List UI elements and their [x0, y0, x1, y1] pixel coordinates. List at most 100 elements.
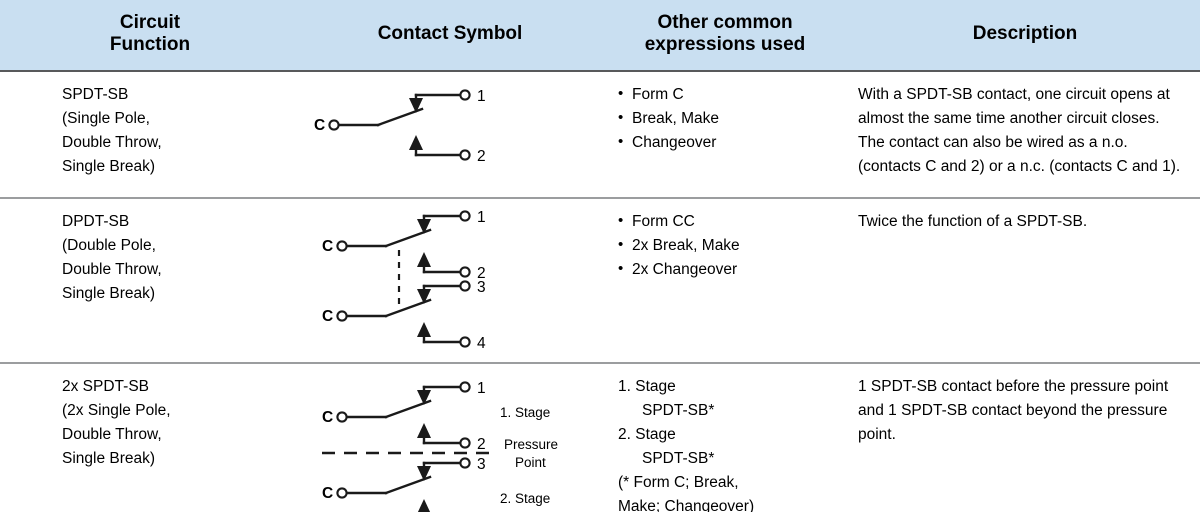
cell-description: 1 SPDT-SB contact before the pressure po…	[850, 363, 1200, 512]
contact-arrow-up-icon	[417, 322, 431, 337]
function-line: Single Break)	[62, 450, 156, 468]
cell-description: Twice the function of a SPDT-SB.	[850, 198, 1200, 364]
description-text: With a SPDT-SB contact, one circuit open…	[858, 86, 1181, 176]
symbol-label-common: C	[322, 409, 333, 426]
symbol-label-common: C	[322, 238, 333, 255]
description-text: Twice the function of a SPDT-SB.	[858, 213, 1088, 230]
symbol-label-terminal: 2	[477, 436, 486, 453]
column-header-line-1: Other common	[657, 11, 793, 33]
cell-other-expressions: 1. Stage SPDT-SB* 2. Stage SPDT-SB* (* F…	[600, 363, 850, 512]
contact-arrow-up-icon	[409, 135, 423, 150]
terminal-node-1	[459, 381, 471, 393]
column-header-description: Description	[850, 0, 1200, 72]
symbol-label-common: C	[314, 117, 325, 134]
terminal-node-1	[459, 89, 471, 101]
list-item: Changeover	[618, 130, 840, 155]
symbol-label-common: C	[322, 308, 333, 325]
cell-other-expressions: Form CC 2x Break, Make 2x Changeover	[600, 198, 850, 364]
contact-arrow-down-icon	[417, 289, 431, 304]
description-text: 1 SPDT-SB contact before the pressure po…	[858, 378, 1169, 444]
expressions-list: Form CC 2x Break, Make 2x Changeover	[618, 209, 840, 282]
terminal-node-3	[459, 457, 471, 469]
contact-arrow-up-icon	[417, 252, 431, 267]
cell-circuit-function: SPDT-SB (Single Pole, Double Throw, Sing…	[0, 71, 300, 199]
cell-contact-symbol: C C 1 2 3 4 1. Stage Pressure Point 2. S…	[300, 363, 600, 512]
terminal-node-c	[336, 240, 348, 252]
symbol-label-terminal: 1	[477, 88, 486, 105]
symbol-label-terminal: 3	[477, 279, 486, 296]
column-header-contact-symbol: Contact Symbol	[300, 0, 600, 72]
table-header: Circuit Function Contact Symbol Other co…	[0, 0, 1200, 72]
list-item: 1. Stage	[618, 378, 676, 395]
symbol-label-terminal: 3	[477, 456, 486, 473]
function-line: Double Throw,	[62, 134, 162, 152]
terminal-node-c	[336, 487, 348, 499]
spdt-sb-symbol-diagram: C 1 2	[300, 83, 600, 183]
terminal-node-4	[459, 336, 471, 348]
pressure-point-label: Point	[515, 455, 546, 470]
list-item: Make; Changeover)	[618, 498, 755, 512]
pressure-point-label: Pressure	[504, 437, 558, 452]
cell-description: With a SPDT-SB contact, one circuit open…	[850, 71, 1200, 199]
column-header-line-1: Contact Symbol	[377, 22, 523, 44]
symbol-label-terminal: 4	[477, 335, 486, 348]
function-line: Double Throw,	[62, 261, 162, 279]
table-body: SPDT-SB (Single Pole, Double Throw, Sing…	[0, 71, 1200, 512]
terminal-node-1	[459, 210, 471, 222]
column-header-line-1: Description	[972, 22, 1078, 44]
symbol-label-terminal: 1	[477, 380, 486, 397]
stage-2-label: 2. Stage	[500, 491, 550, 506]
cell-other-expressions: Form C Break, Make Changeover	[600, 71, 850, 199]
symbol-label-terminal: 2	[477, 265, 486, 282]
contact-arrow-up-icon	[417, 423, 431, 438]
expressions-list: 1. Stage SPDT-SB* 2. Stage SPDT-SB* (* F…	[618, 375, 840, 512]
header-row: Circuit Function Contact Symbol Other co…	[0, 0, 1200, 72]
column-header-line-2: expressions used	[644, 34, 806, 55]
symbol-label-terminal: 1	[477, 210, 486, 226]
contact-arrow-up-icon	[417, 499, 431, 512]
symbol-label-common: C	[322, 485, 333, 502]
function-line: (Double Pole,	[62, 237, 156, 255]
list-item: 2x Changeover	[618, 257, 840, 282]
table-row: 2x SPDT-SB (2x Single Pole, Double Throw…	[0, 363, 1200, 512]
symbol-label-terminal: 2	[477, 148, 486, 165]
expressions-list: Form C Break, Make Changeover	[618, 82, 840, 155]
cell-circuit-function: DPDT-SB (Double Pole, Double Throw, Sing…	[0, 198, 300, 364]
stage-1-label: 1. Stage	[500, 405, 550, 420]
function-line: (Single Pole,	[62, 110, 150, 128]
function-line: DPDT-SB	[62, 213, 130, 230]
list-item: SPDT-SB*	[642, 402, 715, 420]
cell-circuit-function: 2x SPDT-SB (2x Single Pole, Double Throw…	[0, 363, 300, 512]
contact-arrow-down-icon	[417, 466, 431, 481]
function-line: Single Break)	[62, 285, 156, 303]
function-line: Single Break)	[62, 158, 156, 176]
function-line: (2x Single Pole,	[62, 402, 171, 420]
list-item: Break, Make	[618, 106, 840, 131]
contact-arrow-down-icon	[417, 390, 431, 405]
column-header-other-expressions: Other common expressions used	[600, 0, 850, 72]
terminal-node-2	[459, 437, 471, 449]
two-stage-spdt-sb-symbol-diagram: C C 1 2 3 4 1. Stage Pressure Point 2. S…	[300, 375, 600, 512]
table-row: SPDT-SB (Single Pole, Double Throw, Sing…	[0, 71, 1200, 199]
terminal-node-c	[328, 119, 340, 131]
function-line: SPDT-SB	[62, 86, 129, 103]
terminal-node-2	[459, 149, 471, 161]
terminal-node-c	[336, 310, 348, 322]
terminal-node-3	[459, 280, 471, 292]
terminal-node-2	[459, 266, 471, 278]
function-line: 2x SPDT-SB	[62, 378, 149, 395]
list-item: (* Form C; Break,	[618, 474, 739, 492]
function-line: Double Throw,	[62, 426, 162, 444]
list-item: Form C	[618, 82, 840, 107]
column-header-circuit-function: Circuit Function	[0, 0, 300, 72]
cell-contact-symbol: C 1 2	[300, 71, 600, 199]
contact-arrow-down-icon	[409, 98, 423, 113]
dpdt-sb-symbol-diagram: C C 1 2 3 4	[300, 210, 600, 348]
table-row: DPDT-SB (Double Pole, Double Throw, Sing…	[0, 198, 1200, 364]
column-header-line-2: Function	[109, 34, 191, 55]
cell-contact-symbol: C C 1 2 3 4	[300, 198, 600, 364]
list-item: SPDT-SB*	[642, 450, 715, 468]
list-item: 2x Break, Make	[618, 233, 840, 258]
